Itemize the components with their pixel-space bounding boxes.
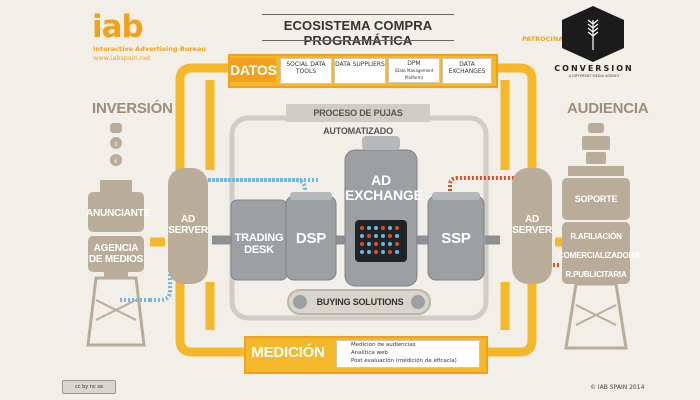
dsp-tank: DSP	[295, 230, 327, 247]
sponsor-tagline: A DIFFERENT MEDIA AGENCY	[568, 74, 620, 78]
audiencia-heading: AUDIENCIA	[567, 100, 649, 117]
title-rule-bottom	[262, 40, 454, 41]
medicion-list: Medición de audiencias Analítica web Pos…	[336, 340, 480, 368]
datos-item-social: SOCIAL DATA TOOLS	[280, 58, 332, 84]
svg-text:€: €	[114, 142, 118, 148]
datos-item-exchanges: DATA EXCHANGES	[442, 58, 492, 84]
proceso-label: PROCESO DE PUJAS AUTOMATIZADO	[286, 104, 430, 136]
tank-anunciante: ANUNCIANTE	[86, 208, 151, 219]
trading-desk: TRADING DESK	[234, 232, 284, 256]
org-url[interactable]: www.iabspain.net	[93, 54, 151, 62]
medicion-item-audiencias: Medición de audiencias	[351, 342, 416, 348]
ad-exchange-tank: AD EXCHANGE	[345, 172, 423, 203]
medicion-label: MEDICIÓN	[251, 344, 325, 361]
medicion-item-post: Post evaluación (medición de eficacia)	[351, 358, 457, 364]
svg-text:€: €	[114, 159, 118, 165]
copyright: © IAB SPAIN 2014	[590, 384, 645, 391]
ad-server-left: AD SERVER	[168, 214, 208, 236]
buying-solutions: BUYING SOLUTIONS	[316, 297, 404, 307]
dpm-sub: (Data Management Platform)	[394, 68, 434, 80]
medicion-item-analitica: Analítica web	[351, 350, 388, 356]
ssp-tank: SSP	[441, 230, 471, 247]
dpm-label: DPM	[407, 60, 421, 67]
sponsor-name: CONVERSION	[554, 64, 634, 73]
tank-comercializadora: COMERCIALIZADORA	[558, 251, 640, 260]
org-name: Interactive Advertising Bureau	[93, 45, 206, 53]
tank-afiliacion: R.AFILIACIÓN	[570, 232, 622, 241]
title-rule-top	[262, 14, 454, 15]
tank-agencia: AGENCIA DE MEDIOS	[88, 243, 144, 265]
ad-server-right: AD SERVER	[512, 214, 552, 236]
datos-item-dpm: DPM (Data Management Platform)	[388, 58, 440, 83]
tank-publicitaria: R.PUBLICITARIA	[565, 270, 627, 279]
sponsor-logo-icon	[562, 6, 624, 62]
inversion-heading: INVERSIÓN	[92, 100, 173, 117]
datos-label: DATOS	[230, 58, 277, 82]
tank-soporte: SOPORTE	[574, 194, 618, 204]
iab-logo: iab	[92, 9, 144, 45]
datos-item-suppliers: DATA SUPPLIERS	[334, 58, 386, 84]
sponsor-label: PATROCINADO POR:	[522, 35, 595, 43]
cc-license-badge: cc by nc sa	[62, 380, 116, 394]
